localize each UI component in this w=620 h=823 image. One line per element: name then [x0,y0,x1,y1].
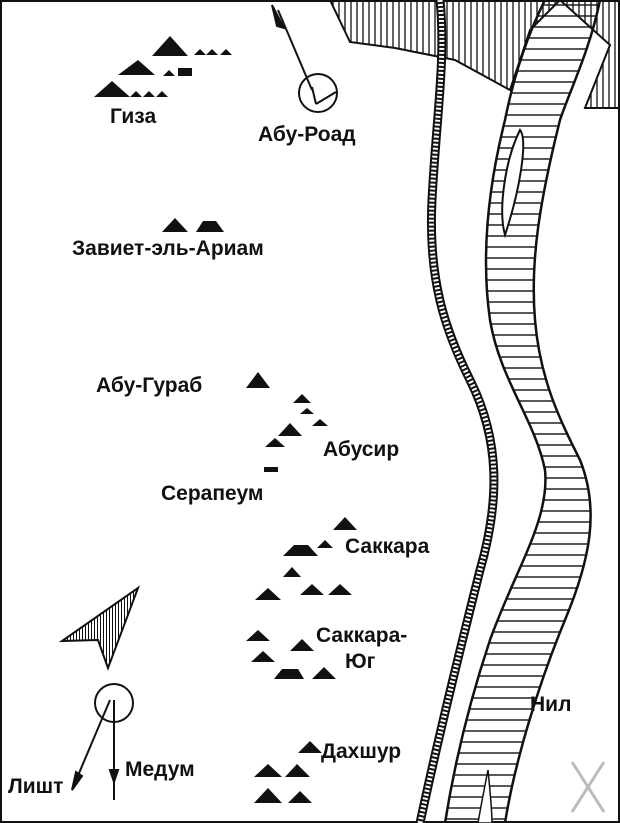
north-arrow-icon [58,585,141,671]
label-abu-roash: Абу-Роад [258,123,356,146]
label-giza: Гиза [110,105,157,128]
label-abusir: Абусир [323,438,400,461]
label-saqqara-south-2: Юг [345,650,376,673]
label-abu-gurab: Абу-Гураб [96,374,203,397]
nile-river [443,0,602,823]
label-dahshur: Дахшур [321,740,402,763]
label-serapeum: Серапеум [161,482,264,505]
abu-roash-direction-icon [271,4,338,113]
label-zawiyet: Завиет-эль-Ариам [72,237,264,260]
nile-channel-split [477,769,493,823]
cultivated-area [328,0,620,109]
label-lisht: Лишт [8,775,64,798]
meidum-lisht-direction-icon [71,683,134,800]
label-saqqara-south-1: Саккара- [316,624,408,647]
label-nile: Нил [530,693,572,716]
nile-island [501,128,525,239]
canal [415,0,499,823]
label-meidum: Медум [125,758,195,781]
pyramids [94,36,357,803]
watermark-logo [570,761,606,813]
label-saqqara: Саккара [345,535,430,558]
